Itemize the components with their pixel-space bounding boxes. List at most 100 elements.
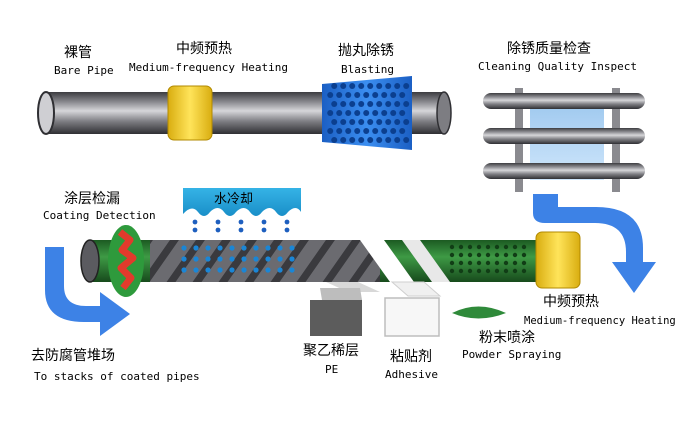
- cooling-dot: [193, 256, 199, 262]
- blast-dot: [403, 101, 410, 107]
- blast-dot: [394, 137, 401, 143]
- blast-dot: [331, 119, 338, 125]
- blast-dot: [403, 83, 410, 89]
- blast-dot: [358, 83, 365, 89]
- blast-dot: [394, 101, 401, 107]
- pe-label-en: PE: [325, 363, 338, 376]
- blast-dot: [327, 128, 334, 134]
- cooling-dot: [217, 267, 223, 273]
- heating-label-en: Medium-frequency Heating: [129, 61, 288, 74]
- adhesive-label-zh: 粘贴剂: [390, 349, 432, 365]
- powder-dot: [503, 252, 509, 258]
- cooling-dot: [193, 267, 199, 273]
- inspection-rack: [483, 88, 645, 192]
- blast-dot: [367, 83, 374, 89]
- blast-dot: [340, 83, 347, 89]
- blast-dot: [399, 110, 406, 116]
- blast-dot: [363, 128, 370, 134]
- blast-dot: [390, 110, 397, 116]
- cooling-dot: [205, 256, 211, 262]
- cooling-dot: [289, 267, 295, 273]
- cooling-dot: [289, 245, 295, 251]
- blast-dot: [358, 119, 365, 125]
- cooling-dots: [181, 245, 295, 273]
- powder-dot: [494, 244, 500, 250]
- blast-dot: [331, 83, 338, 89]
- water-drop: [284, 219, 290, 225]
- blast-dot: [390, 92, 397, 98]
- blasting-label-zh: 抛丸除锈: [338, 43, 394, 59]
- blast-dot: [336, 92, 343, 98]
- water-drop: [284, 227, 290, 233]
- powder-dot: [449, 268, 455, 274]
- powder-dot: [458, 260, 464, 266]
- powder-dot: [512, 252, 518, 258]
- powder-dot: [485, 244, 491, 250]
- powder-dot: [467, 260, 473, 266]
- water-drop: [192, 227, 198, 233]
- cooling-dot: [277, 256, 283, 262]
- blast-dot: [385, 119, 392, 125]
- blast-dot: [363, 92, 370, 98]
- powder-dot: [503, 244, 509, 250]
- cooling-dot: [265, 267, 271, 273]
- blast-dot: [399, 128, 406, 134]
- cooling-dot: [217, 245, 223, 251]
- bare-pipe-label-en: Bare Pipe: [54, 64, 114, 77]
- inspect-label-en: Cleaning Quality Inspect: [478, 60, 637, 73]
- blast-dot: [340, 119, 347, 125]
- blast-dot: [403, 119, 410, 125]
- cooling-dot: [229, 267, 235, 273]
- blast-dot: [327, 92, 334, 98]
- cooling-dot: [205, 245, 211, 251]
- cooling-dot: [253, 267, 259, 273]
- blast-dot: [331, 101, 338, 107]
- powder-dot: [485, 260, 491, 266]
- blast-dot: [376, 101, 383, 107]
- water-cooling-label: 水冷却: [214, 192, 253, 207]
- blast-dot: [367, 137, 374, 143]
- blast-dot: [349, 101, 356, 107]
- blast-dot: [336, 110, 343, 116]
- powder-dot: [449, 252, 455, 258]
- adhesive-feed: [384, 281, 442, 337]
- blast-dot: [336, 128, 343, 134]
- powder-dot: [494, 252, 500, 258]
- powder-dot: [467, 244, 473, 250]
- blast-dot: [372, 128, 379, 134]
- blast-dot: [345, 110, 352, 116]
- heating-label-zh: 中频预热: [176, 41, 232, 57]
- blast-dot: [381, 128, 388, 134]
- coated-pipe: [80, 239, 556, 283]
- blast-dot: [390, 128, 397, 134]
- adhesive-label-en: Adhesive: [385, 368, 438, 381]
- stacks-label-zh: 去防腐管堆场: [31, 347, 115, 364]
- blast-dot: [354, 128, 361, 134]
- blast-dot: [349, 83, 356, 89]
- coating-detection-label-en: Coating Detection: [43, 209, 156, 222]
- blast-dot: [340, 137, 347, 143]
- blast-dot: [358, 137, 365, 143]
- blast-dot: [358, 101, 365, 107]
- powder-dot: [449, 260, 455, 266]
- powder-dot: [458, 252, 464, 258]
- water-cooling-box: [183, 188, 301, 216]
- blast-dot: [372, 92, 379, 98]
- cooling-dot: [241, 256, 247, 262]
- cooling-dot: [217, 256, 223, 262]
- blast-dot: [363, 110, 370, 116]
- blast-dot: [403, 137, 410, 143]
- cooling-dot: [253, 245, 259, 251]
- powder-dots: [449, 244, 527, 274]
- blast-dot: [354, 92, 361, 98]
- blasting-label-en: Blasting: [341, 63, 394, 76]
- flow-arrow-right: [533, 194, 656, 293]
- powder-dot: [485, 268, 491, 274]
- blast-dot: [372, 110, 379, 116]
- pe-label-zh: 聚乙稀层: [303, 343, 359, 359]
- blast-dot: [385, 83, 392, 89]
- blast-dot: [345, 128, 352, 134]
- blast-dot: [385, 137, 392, 143]
- powder-dot: [521, 252, 527, 258]
